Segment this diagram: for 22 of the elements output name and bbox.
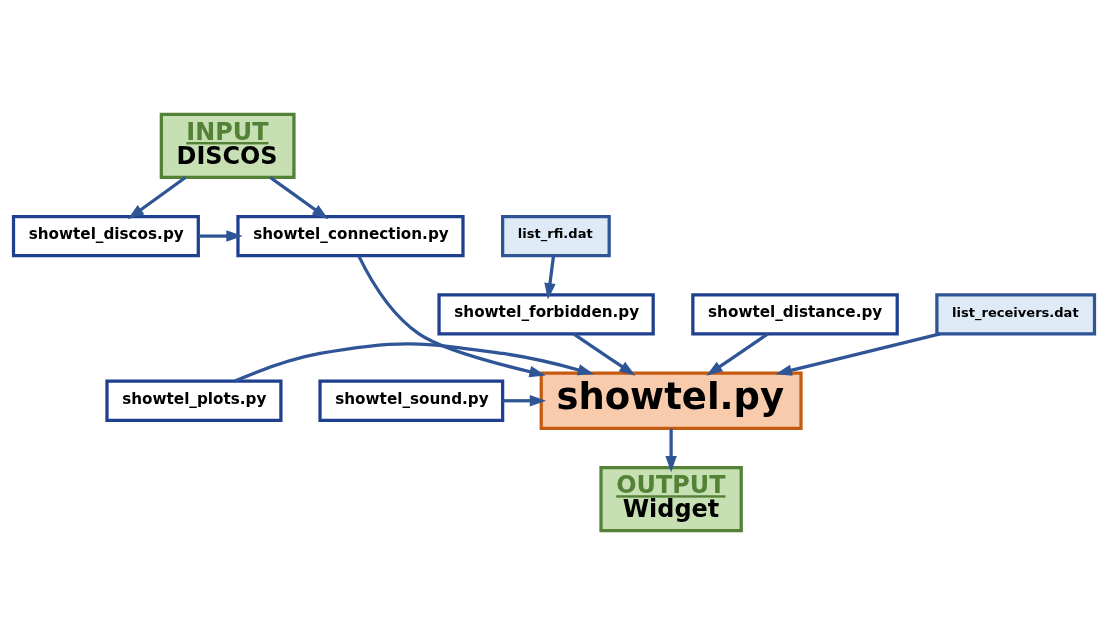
arrow — [665, 428, 677, 472]
arrow — [198, 229, 243, 242]
arrow — [269, 175, 329, 219]
node-box: showtel.py — [539, 370, 803, 430]
arrow — [706, 332, 769, 376]
arrow — [502, 394, 547, 406]
node-box: showtel_connection.py — [236, 214, 465, 257]
arrow — [544, 255, 556, 300]
node-box: OUTPUT Widget — [599, 465, 743, 532]
node-box: showtel_forbidden.py — [437, 292, 655, 336]
node-box: list_rfi.dat — [501, 214, 611, 257]
arrow — [127, 175, 187, 219]
node-box: showtel_discos.py — [11, 214, 200, 257]
arrow — [234, 341, 595, 383]
arrow — [572, 332, 636, 376]
arrow — [775, 331, 941, 376]
node-box: INPUT DISCOS — [159, 112, 296, 179]
arrow — [357, 254, 546, 377]
node-box: showtel_distance.py — [691, 292, 899, 336]
node-box: showtel_plots.py — [105, 379, 283, 422]
node-box: list_receivers.dat — [935, 292, 1097, 336]
node-box: showtel_sound.py — [318, 379, 505, 422]
